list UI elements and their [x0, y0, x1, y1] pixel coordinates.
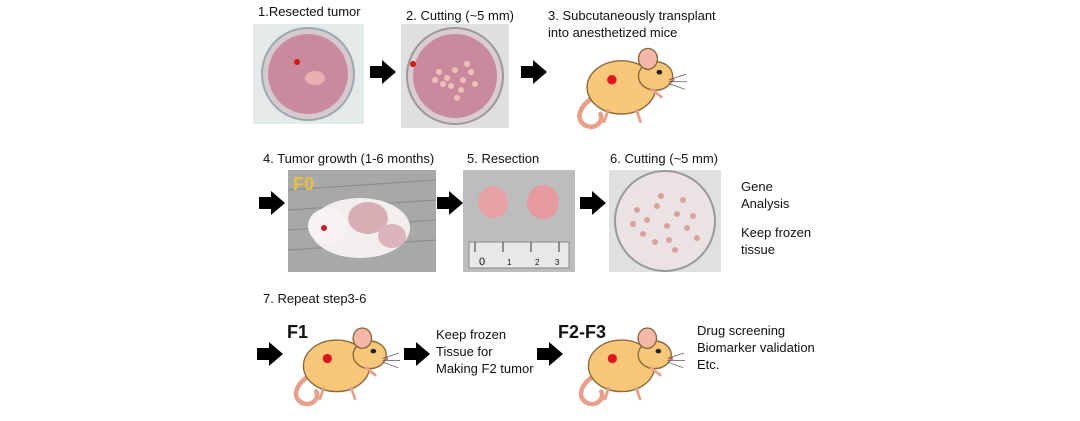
- step-5-label: 5. Resection: [467, 151, 540, 166]
- f1-note-line2: Tissue for: [436, 344, 493, 359]
- gene-analysis-line1: Gene: [741, 179, 773, 194]
- step-7-label: 7. Repeat step3-6: [263, 291, 367, 306]
- generation-f2-f3-label: F2-F3: [558, 322, 607, 342]
- downstream-use-line3: Etc.: [697, 357, 720, 372]
- ruler-tick-label: 0: [479, 256, 486, 268]
- mouse-illustration: [568, 318, 688, 410]
- arrow-right-icon: [404, 342, 430, 366]
- step-1-label: 1.Resected tumor: [258, 4, 361, 19]
- arrow-right-icon: [580, 191, 606, 215]
- arrow-right-icon: [521, 60, 547, 84]
- resection-photo: 0 1 2 3: [463, 170, 575, 272]
- keep-frozen-line1: Keep frozen: [741, 225, 812, 240]
- ruler-tick-label: 2: [535, 258, 540, 267]
- cutting-photo: [609, 170, 721, 272]
- arrow-right-icon: [437, 191, 463, 215]
- ruler-tick-label: 3: [555, 258, 560, 267]
- step-3-label-line2: into anesthetized mice: [548, 25, 678, 40]
- gene-analysis-line2: Analysis: [741, 196, 790, 211]
- arrow-right-icon: [259, 191, 285, 215]
- step-6-label: 6. Cutting (~5 mm): [610, 151, 719, 166]
- mouse-illustration: [283, 318, 403, 410]
- ruler-tick-label: 1: [507, 258, 512, 267]
- keep-frozen-line2: tissue: [741, 242, 775, 257]
- f1-note-line3: Making F2 tumor: [436, 361, 534, 376]
- cut-pieces-photo: [401, 24, 509, 128]
- step-4-label: 4. Tumor growth (1-6 months): [263, 151, 435, 166]
- step-3-label-line1: 3. Subcutaneously transplant: [548, 8, 716, 23]
- generation-f1-label: F1: [287, 322, 309, 342]
- arrow-right-icon: [537, 342, 563, 366]
- arrow-right-icon: [257, 342, 283, 366]
- downstream-use-line1: Drug screening: [697, 323, 786, 338]
- downstream-use-line2: Biomarker validation: [697, 340, 815, 355]
- step-2-label: 2. Cutting (~5 mm): [406, 8, 515, 23]
- resected-tumor-photo: [253, 24, 364, 124]
- mouse-illustration: [563, 38, 693, 133]
- arrow-right-icon: [370, 60, 396, 84]
- generation-f0-label: F0: [293, 174, 315, 194]
- f1-note-line1: Keep frozen: [436, 327, 507, 342]
- tumor-growth-photo: [288, 170, 436, 272]
